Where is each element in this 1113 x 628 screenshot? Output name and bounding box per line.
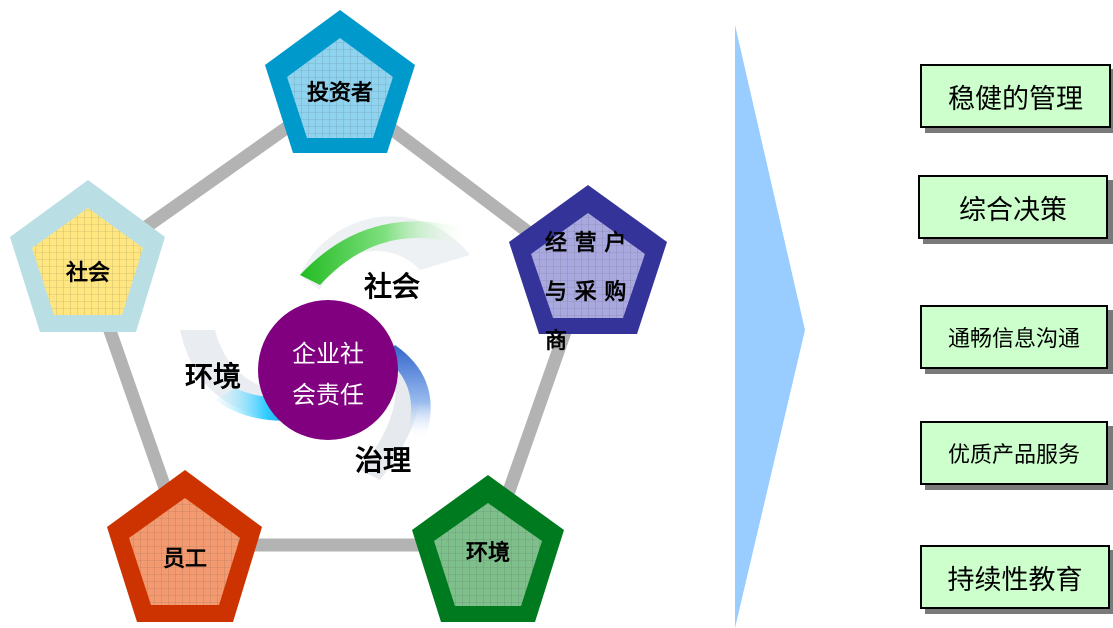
outcome-quality-products: 优质产品服务	[920, 421, 1108, 485]
ring-label-governance: 治理	[355, 444, 411, 477]
operators-label-line3: 商	[545, 328, 567, 354]
center-label-line2: 会责任	[292, 381, 364, 409]
environment-label: 环境	[466, 540, 510, 566]
operators-label-line1: 经 营 户	[545, 230, 626, 256]
outcome-robust-management: 稳健的管理	[920, 64, 1111, 128]
investors-label: 投资者	[307, 80, 373, 106]
csr-center-circle	[258, 300, 398, 440]
employees-label: 员工	[163, 546, 207, 572]
society-label: 社会	[66, 260, 110, 286]
stakeholder-investors: 投资者	[265, 10, 415, 153]
ring-label-society: 社会	[364, 270, 420, 303]
stakeholder-society: 社会	[10, 180, 165, 332]
outcome-sustainable-education: 持续性教育	[920, 545, 1110, 609]
outcome-smooth-communication: 通畅信息沟通	[920, 305, 1108, 369]
stakeholder-employees: 员工	[107, 470, 262, 622]
stakeholder-environment: 环境	[412, 475, 564, 622]
center-label-line1: 企业社	[292, 340, 364, 368]
outcome-integrated-decisions: 综合决策	[918, 175, 1108, 239]
center-swirl: 企业社 会责任 社会 环境 治理	[180, 216, 470, 480]
result-arrow	[735, 25, 805, 628]
ring-label-environment: 环境	[185, 360, 241, 393]
operators-label-line2: 与 采 购	[545, 279, 626, 305]
stakeholder-operators: 经 营 户 与 采 购 商	[509, 185, 667, 354]
